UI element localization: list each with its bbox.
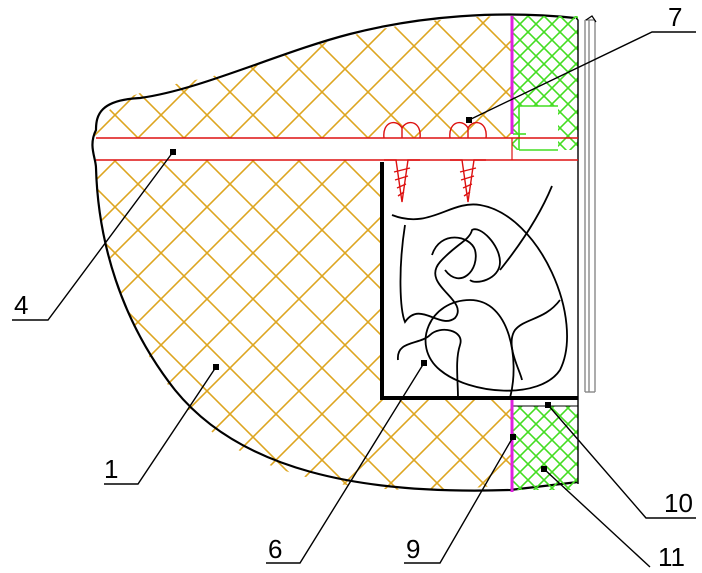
through-channel	[96, 137, 578, 161]
callout-label-1: 1	[104, 454, 118, 484]
callout-label-10: 10	[664, 488, 693, 518]
callout-label-7: 7	[668, 2, 682, 32]
callout-label-6: 6	[268, 534, 282, 564]
facing-panel	[575, 15, 597, 484]
callout-label-11: 11	[658, 542, 685, 572]
cavity-frame	[380, 162, 578, 400]
masonry-wall	[91, 13, 579, 492]
insulation-block-bottom	[512, 405, 578, 490]
leader-lines	[12, 31, 696, 568]
callout-label-4: 4	[14, 290, 28, 320]
callout-labels: 1 4 6 7 9 10 11	[14, 2, 693, 572]
cavity-fill	[391, 185, 568, 399]
anchor-dowels	[383, 121, 487, 203]
callout-label-9: 9	[406, 534, 420, 564]
